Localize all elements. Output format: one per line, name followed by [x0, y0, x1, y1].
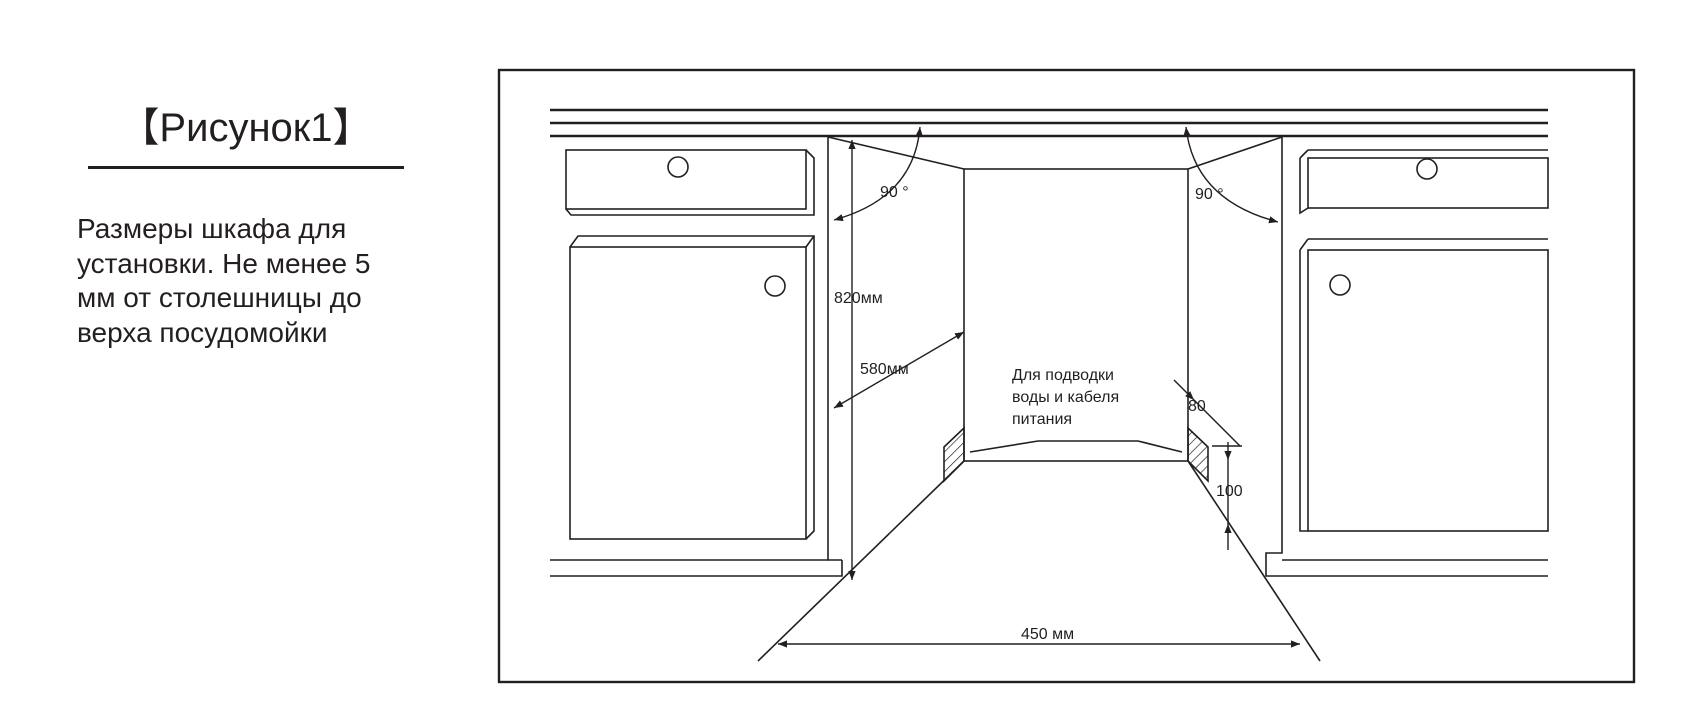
- note-line-3: питания: [1012, 411, 1072, 428]
- title-underline: [88, 166, 404, 169]
- depth-label: 580мм: [860, 361, 909, 378]
- diagram-frame: [497, 68, 1636, 684]
- note-line-1: Для подводки: [1012, 367, 1114, 384]
- dimension-labels: 90 ° 90 ° 820мм 580мм 450 мм 80 100 Для …: [834, 184, 1243, 643]
- note-line-2: воды и кабеля: [1012, 389, 1119, 406]
- hatched-openings: [943, 426, 1209, 483]
- right-cabinet: [1265, 135, 1549, 577]
- opening-height-label: 100: [1216, 483, 1243, 500]
- angle-left-label: 90 °: [880, 184, 909, 201]
- figure-title: 【Рисунок1】: [119, 106, 373, 150]
- countertop: [550, 108, 1548, 138]
- dimension-lines: [778, 126, 1300, 648]
- opening-label: 80: [1188, 398, 1206, 415]
- width-label: 450 мм: [1021, 626, 1074, 643]
- angle-right-label: 90 °: [1195, 186, 1224, 203]
- left-cabinet: [550, 135, 843, 577]
- figure-description: Размеры шкафа для установки. Не менее 5 …: [77, 213, 371, 348]
- height-label: 820мм: [834, 290, 883, 307]
